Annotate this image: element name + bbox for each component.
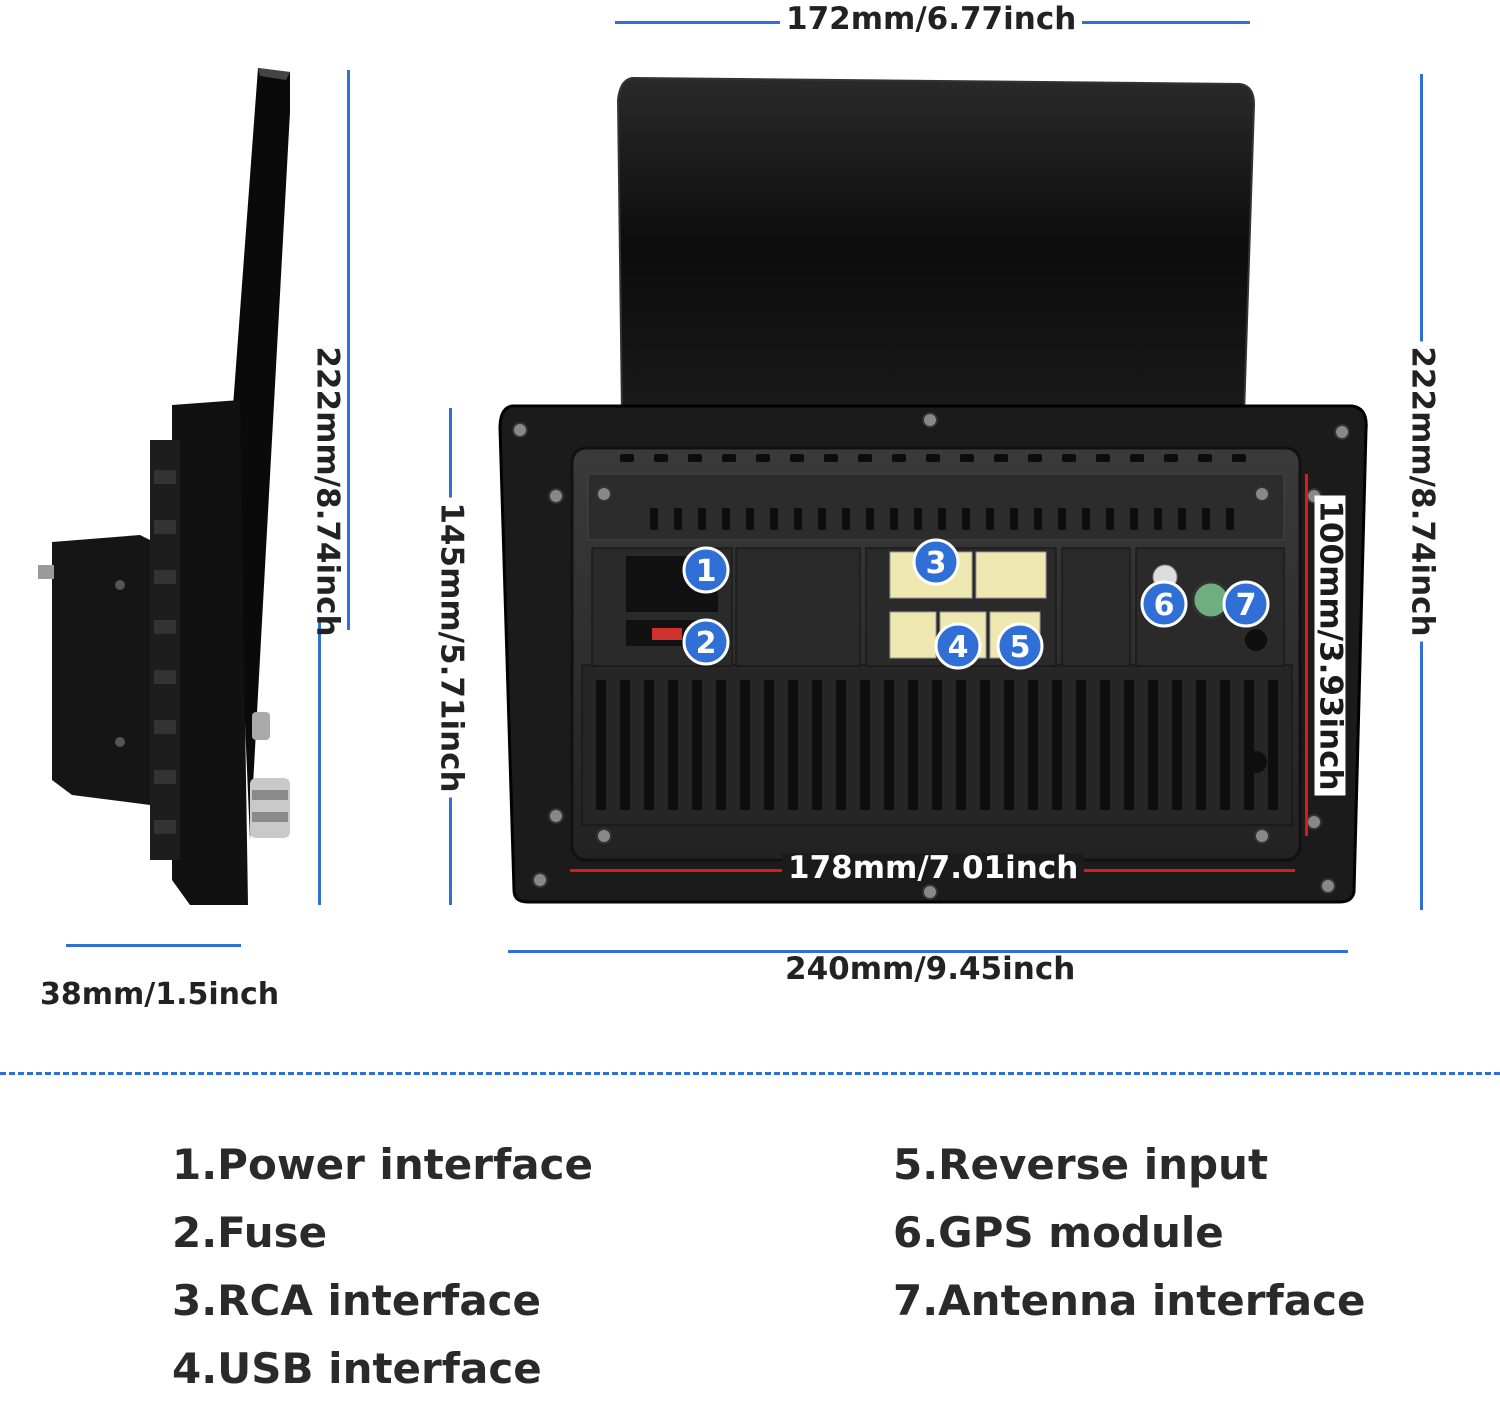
chassis-height-label: 145mm/5.71inch xyxy=(434,497,470,798)
product-diagram: 1 2 3 4 5 6 7 xyxy=(38,68,1368,905)
rear-view xyxy=(498,76,1368,904)
right-height-label: 222mm/8.74inch xyxy=(1405,341,1441,642)
rear-height-label: 100mm/3.93inch xyxy=(1313,495,1349,796)
badge-4: 4 xyxy=(934,622,982,670)
section-divider xyxy=(0,1072,1500,1075)
side-screen-panel xyxy=(232,68,290,840)
side-height-line xyxy=(347,70,350,630)
badge-label: 4 xyxy=(948,630,969,665)
depth-line xyxy=(66,944,241,947)
badge-1: 1 xyxy=(682,546,730,594)
badge-5: 5 xyxy=(996,622,1044,670)
badge-label: 5 xyxy=(1010,630,1031,665)
badge-3: 3 xyxy=(912,538,960,586)
side-knob xyxy=(250,778,290,838)
badge-label: 3 xyxy=(926,546,947,581)
badge-2: 2 xyxy=(682,618,730,666)
legend-item-power: 1.Power interface xyxy=(172,1140,594,1189)
rca-connector-b xyxy=(975,551,1047,599)
badges: 1 2 3 4 5 6 7 xyxy=(682,538,1270,670)
badge-label: 1 xyxy=(696,554,717,589)
rear-height-line xyxy=(1305,474,1308,836)
side-chassis xyxy=(52,535,150,805)
legend-item-rca: 3.RCA interface xyxy=(172,1276,542,1325)
top-width-label: 172mm/6.77inch xyxy=(780,4,1083,35)
legend-left: 1.Power interface 2.Fuse 3.RCA interface… xyxy=(172,1140,593,1412)
side-body xyxy=(172,400,248,905)
rear-width-label: 178mm/7.01inch xyxy=(782,853,1085,884)
badge-label: 6 xyxy=(1154,588,1175,623)
side-height-label: 222mm/8.74inch xyxy=(309,346,346,637)
legend-item-antenna: 7.Antenna interface xyxy=(893,1276,1366,1325)
badge-7: 7 xyxy=(1222,580,1270,628)
legend-item-usb: 4.USB interface xyxy=(172,1344,542,1393)
badge-label: 2 xyxy=(696,626,717,661)
legend-right: 5.Reverse input 6.GPS module 7.Antenna i… xyxy=(893,1140,1365,1344)
total-width-label: 240mm/9.45inch xyxy=(785,951,1076,987)
badge-6: 6 xyxy=(1140,580,1188,628)
rear-screen xyxy=(616,76,1256,416)
badge-label: 7 xyxy=(1236,588,1257,623)
legend-item-fuse: 2.Fuse xyxy=(172,1208,328,1257)
depth-label: 38mm/1.5inch xyxy=(40,977,280,1012)
total-width-line xyxy=(508,950,1348,953)
usb-connector xyxy=(889,611,937,659)
legend-item-gps: 6.GPS module xyxy=(893,1208,1224,1257)
side-view xyxy=(38,68,290,905)
legend-item-reverse: 5.Reverse input xyxy=(893,1140,1269,1189)
